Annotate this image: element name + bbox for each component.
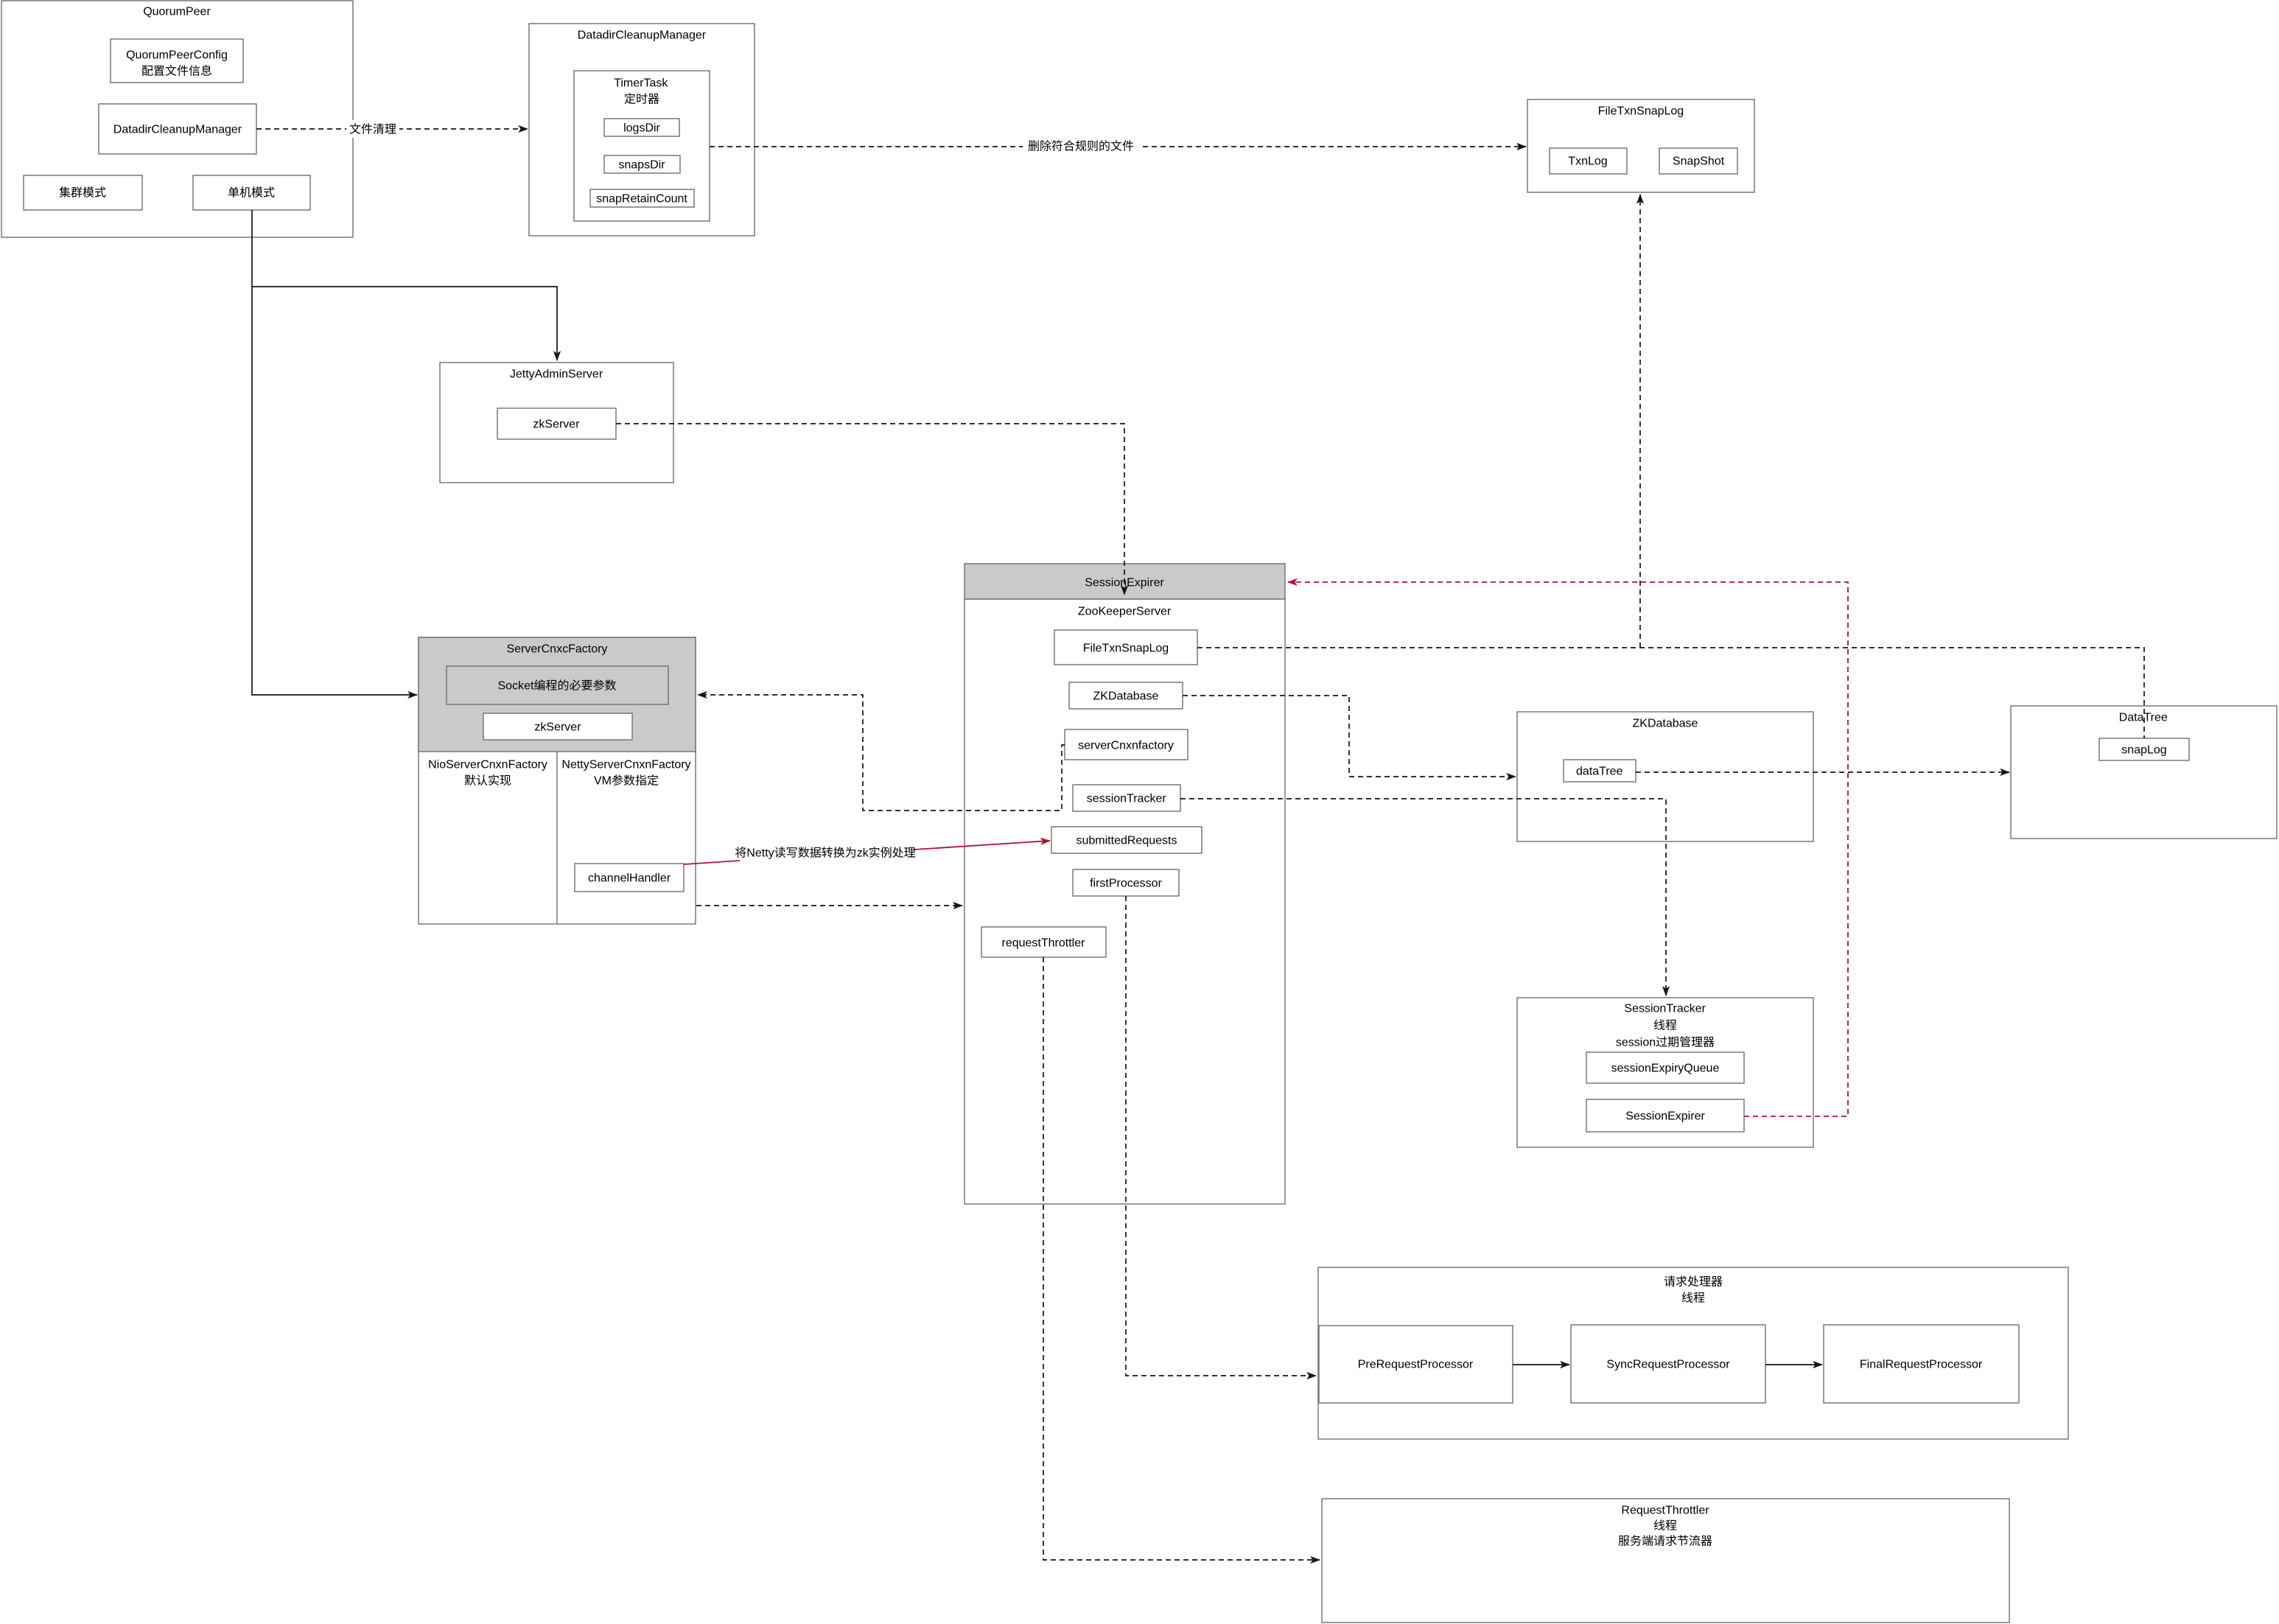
svg-text:SnapShot: SnapShot bbox=[1673, 155, 1725, 168]
svg-text:FileTxnSnapLog: FileTxnSnapLog bbox=[1598, 105, 1684, 118]
svg-text:RequestThrottler: RequestThrottler bbox=[1621, 1505, 1709, 1517]
svg-text:snapsDir: snapsDir bbox=[618, 159, 665, 172]
svg-text:requestThrottler: requestThrottler bbox=[1002, 937, 1086, 950]
svg-text:SyncRequestProcessor: SyncRequestProcessor bbox=[1606, 1359, 1730, 1371]
svg-text:JettyAdminServer: JettyAdminServer bbox=[510, 368, 603, 381]
svg-text:logsDir: logsDir bbox=[623, 122, 660, 135]
svg-text:zkServer: zkServer bbox=[533, 419, 580, 431]
svg-text:Netty: Netty bbox=[746, 847, 774, 860]
svg-text:ZKDatabase: ZKDatabase bbox=[1093, 690, 1159, 703]
svg-text:zk: zk bbox=[857, 847, 869, 860]
svg-text:Socket: Socket bbox=[498, 680, 534, 693]
svg-text:submittedRequests: submittedRequests bbox=[1077, 835, 1177, 847]
svg-text:sessionExpiryQueue: sessionExpiryQueue bbox=[1611, 1063, 1720, 1075]
svg-text:SessionExpirer: SessionExpirer bbox=[1625, 1110, 1705, 1123]
svg-text:channelHandler: channelHandler bbox=[588, 872, 671, 885]
svg-text:DatadirCleanupManager: DatadirCleanupManager bbox=[578, 29, 707, 42]
svg-text:SessionTracker: SessionTracker bbox=[1624, 1003, 1706, 1015]
svg-text:dataTree: dataTree bbox=[1576, 766, 1623, 778]
svg-text:serverCnxnfactory: serverCnxnfactory bbox=[1078, 740, 1174, 752]
svg-text:FileTxnSnapLog: FileTxnSnapLog bbox=[1083, 643, 1169, 655]
svg-text:FinalRequestProcessor: FinalRequestProcessor bbox=[1860, 1359, 1983, 1371]
svg-text:session: session bbox=[1616, 1037, 1656, 1049]
svg-text:zkServer: zkServer bbox=[534, 721, 581, 734]
svg-text:snapRetainCount: snapRetainCount bbox=[596, 193, 687, 206]
svg-text:ServerCnxcFactory: ServerCnxcFactory bbox=[507, 643, 608, 656]
svg-text:PreRequestProcessor: PreRequestProcessor bbox=[1358, 1359, 1474, 1371]
svg-text:TimerTask: TimerTask bbox=[614, 77, 668, 90]
svg-text:snapLog: snapLog bbox=[2121, 744, 2166, 757]
svg-text:DatadirCleanupManager: DatadirCleanupManager bbox=[113, 124, 242, 136]
svg-text:sessionTracker: sessionTracker bbox=[1087, 793, 1167, 805]
svg-text:ZKDatabase: ZKDatabase bbox=[1633, 718, 1698, 730]
svg-text:QuorumPeer: QuorumPeer bbox=[143, 6, 211, 18]
svg-text:VM: VM bbox=[594, 775, 612, 788]
svg-text:firstProcessor: firstProcessor bbox=[1090, 878, 1162, 890]
svg-text:QuorumPeerConfig: QuorumPeerConfig bbox=[126, 49, 228, 62]
svg-text:TxnLog: TxnLog bbox=[1568, 155, 1607, 168]
svg-text:NioServerCnxnFactory: NioServerCnxnFactory bbox=[428, 759, 547, 771]
svg-text:ZooKeeperServer: ZooKeeperServer bbox=[1078, 606, 1172, 618]
svg-text:NettyServerCnxnFactory: NettyServerCnxnFactory bbox=[561, 759, 690, 771]
svg-text:DataTree: DataTree bbox=[2119, 712, 2168, 724]
